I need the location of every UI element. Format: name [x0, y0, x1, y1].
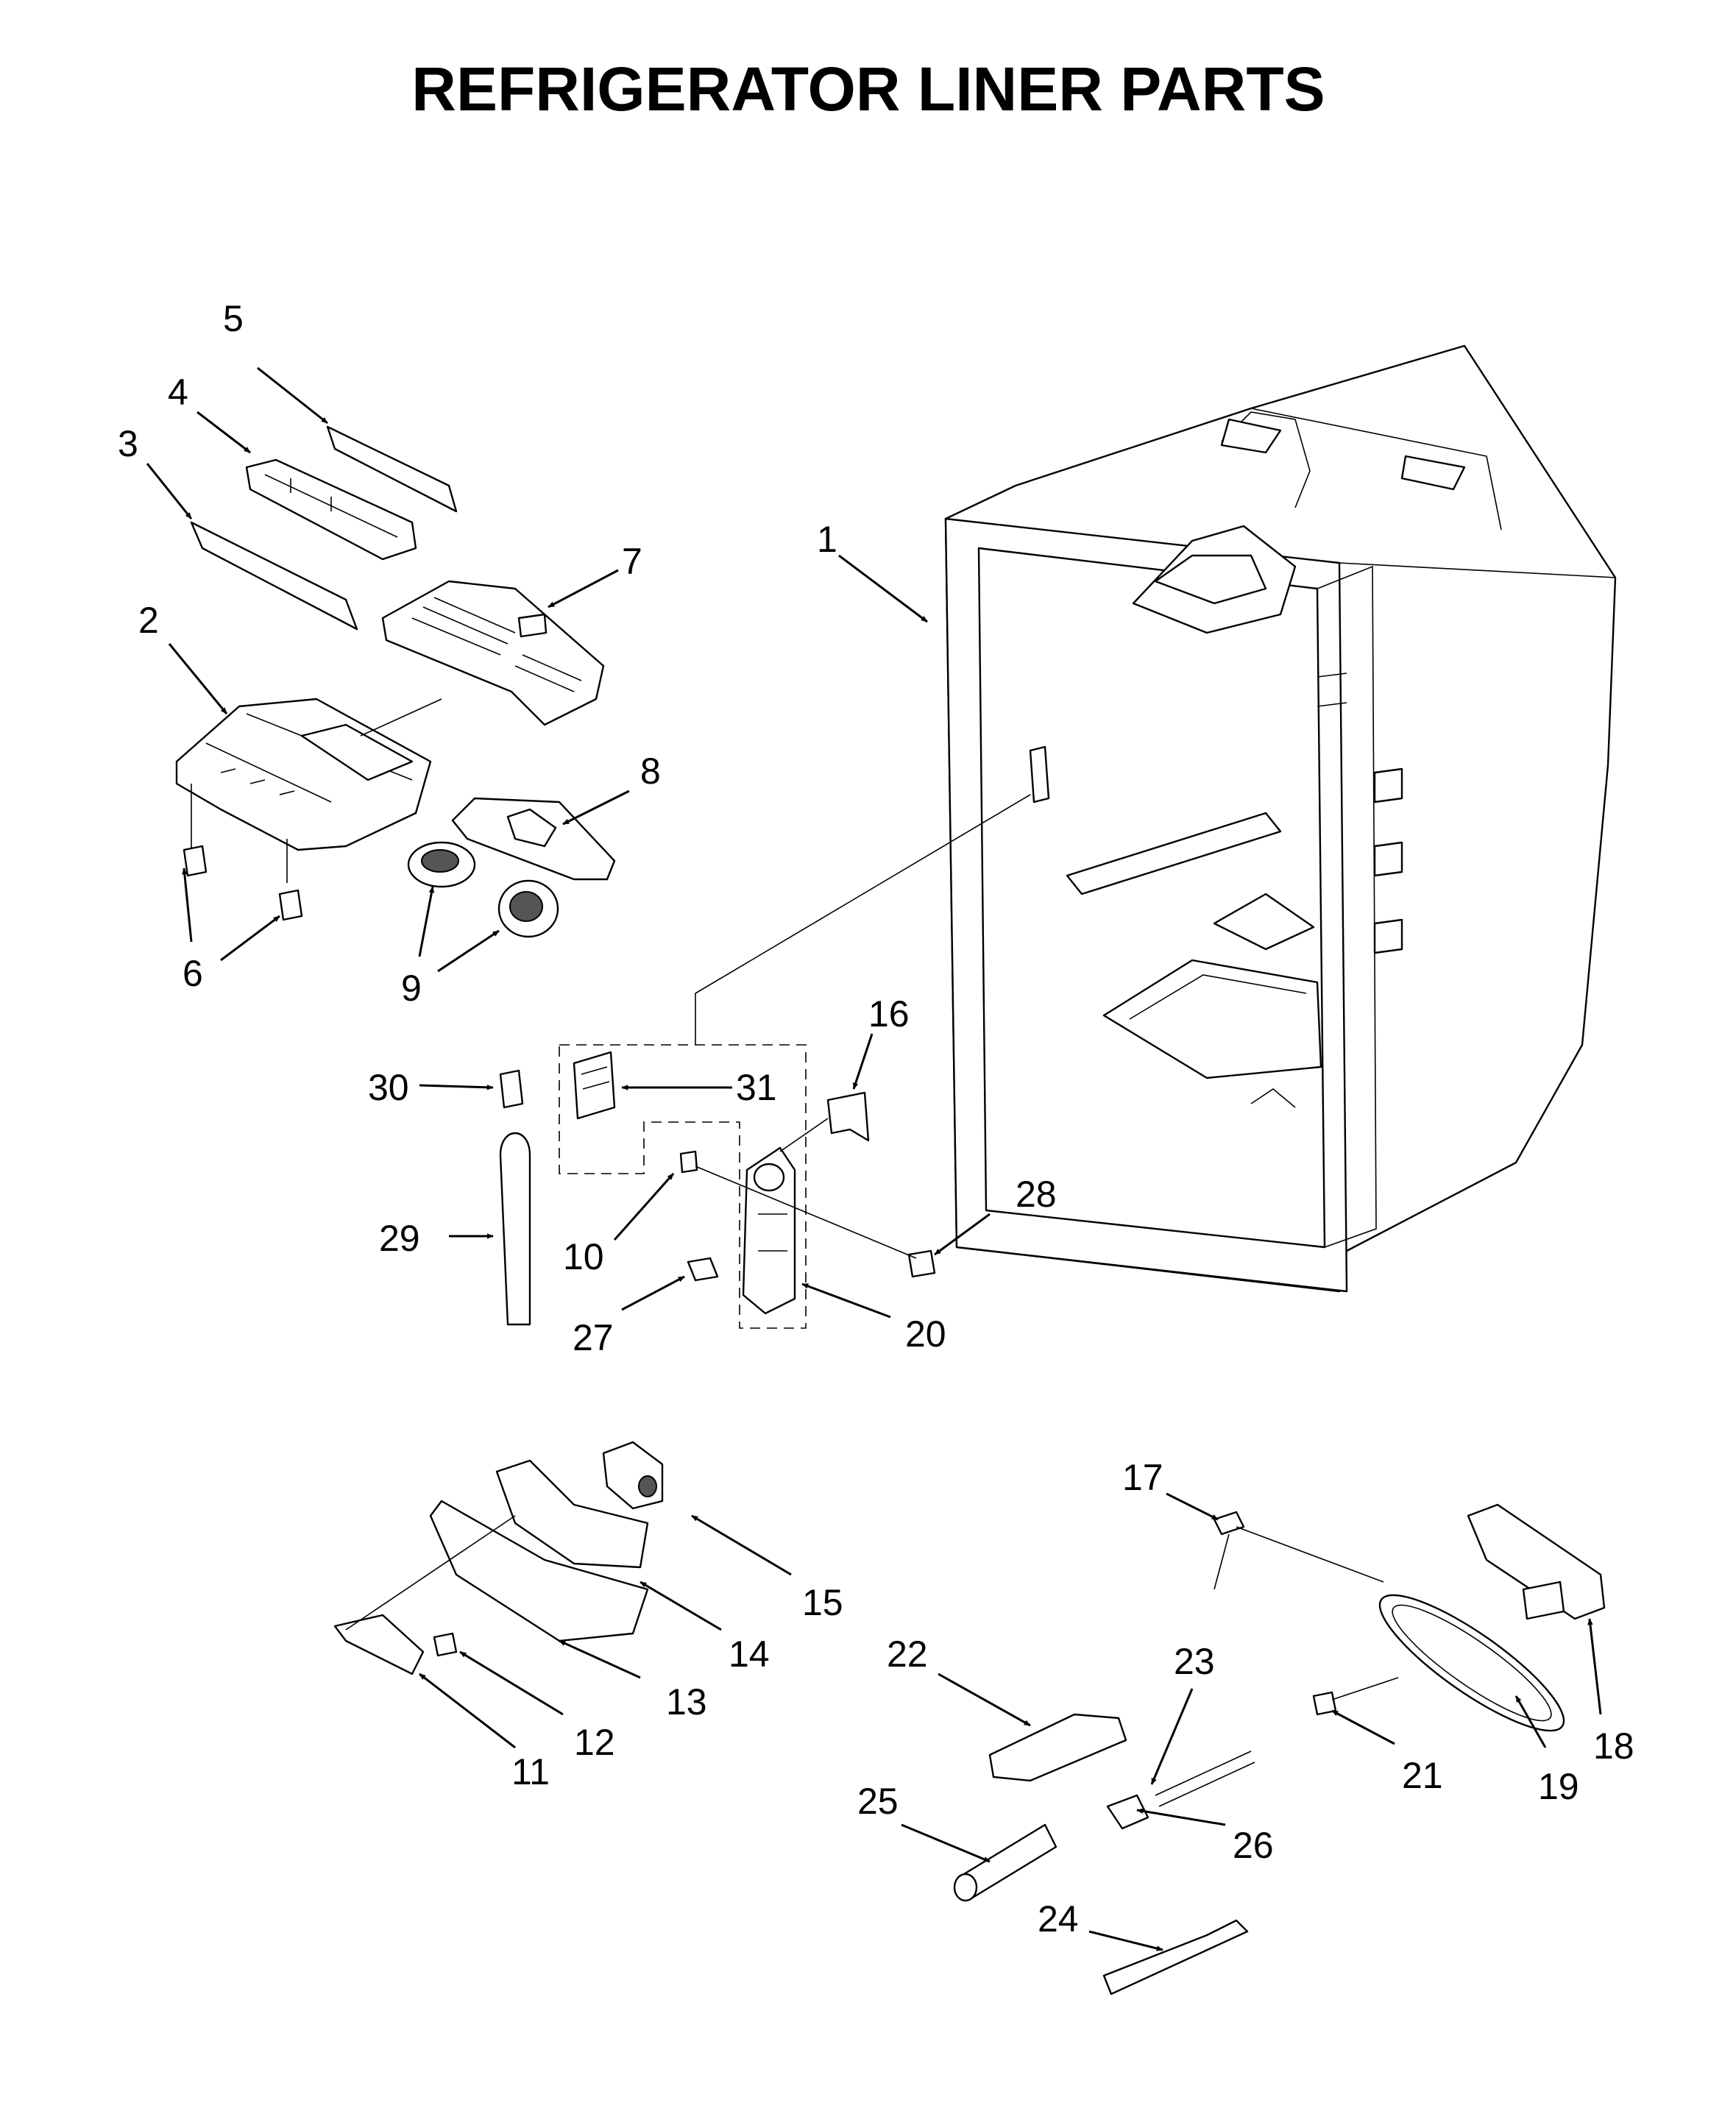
part-16-gasket — [826, 1091, 870, 1142]
callout-25: 25 — [857, 1781, 899, 1822]
callout-3: 3 — [118, 423, 138, 464]
part-26-valve — [1106, 1794, 1149, 1830]
part-29-tube — [499, 1132, 531, 1326]
callout-17: 17 — [1122, 1457, 1163, 1498]
part-9-fan-parts — [407, 841, 559, 938]
callout-26: 26 — [1233, 1825, 1274, 1866]
part-5-bracket — [326, 425, 458, 513]
callout-29: 29 — [379, 1218, 420, 1259]
part-10-clip — [679, 1150, 698, 1174]
callout-18: 18 — [1593, 1725, 1634, 1767]
callout-6: 6 — [183, 953, 203, 994]
callout-8: 8 — [640, 751, 661, 792]
callout-9: 9 — [401, 968, 422, 1009]
part-11-cover — [333, 1614, 425, 1675]
part-2-duct-housing — [175, 698, 432, 883]
callout-labels: 1 2 3 4 5 6 7 8 9 10 11 12 13 14 15 16 1… — [118, 298, 1634, 1940]
part-20-cover — [742, 1146, 796, 1315]
callout-22: 22 — [887, 1633, 928, 1675]
part-22-housing — [988, 1713, 1127, 1782]
part-25-filter — [953, 1823, 1057, 1902]
part-1-liner — [944, 344, 1617, 1293]
callout-4: 4 — [168, 372, 188, 413]
part-4-control-housing — [245, 458, 417, 561]
callout-12: 12 — [574, 1722, 615, 1763]
part-18-bracket — [1467, 1503, 1606, 1620]
callout-10: 10 — [563, 1236, 604, 1277]
part-30-switch — [499, 1069, 524, 1109]
part-27-clip — [687, 1257, 719, 1282]
callout-28: 28 — [1016, 1174, 1057, 1215]
callout-5: 5 — [223, 298, 244, 339]
callout-7: 7 — [622, 541, 642, 582]
part-31-bracket — [573, 1051, 616, 1120]
part-17-sensor — [1213, 1511, 1384, 1590]
part-7-vent-cover — [381, 580, 605, 726]
part-3-trim — [190, 521, 358, 631]
part-12-screw — [433, 1632, 458, 1657]
part-24-trim — [1102, 1919, 1249, 1995]
part-28-screw — [907, 1249, 936, 1278]
callout-20: 20 — [905, 1313, 946, 1355]
part-23-tube — [1155, 1750, 1255, 1807]
callout-15: 15 — [802, 1582, 843, 1623]
callout-2: 2 — [138, 600, 159, 641]
callout-13: 13 — [666, 1681, 707, 1723]
page-title: REFRIGERATOR LINER PARTS — [411, 54, 1325, 124]
callout-11: 11 — [511, 1751, 550, 1792]
callout-23: 23 — [1174, 1641, 1215, 1682]
part-6-sockets — [183, 845, 303, 921]
callout-14: 14 — [729, 1633, 770, 1675]
callout-16: 16 — [868, 993, 910, 1035]
callout-31: 31 — [736, 1067, 777, 1108]
callout-30: 30 — [368, 1067, 409, 1108]
callout-21: 21 — [1402, 1755, 1443, 1796]
group-outlines — [345, 698, 1399, 1700]
callout-24: 24 — [1038, 1898, 1079, 1940]
part-15-valve — [602, 1441, 664, 1510]
callout-1: 1 — [817, 519, 837, 560]
callout-19: 19 — [1538, 1766, 1579, 1807]
leader-arrows — [146, 366, 1602, 1951]
part-14-housing — [495, 1459, 649, 1569]
callout-27: 27 — [573, 1317, 614, 1358]
